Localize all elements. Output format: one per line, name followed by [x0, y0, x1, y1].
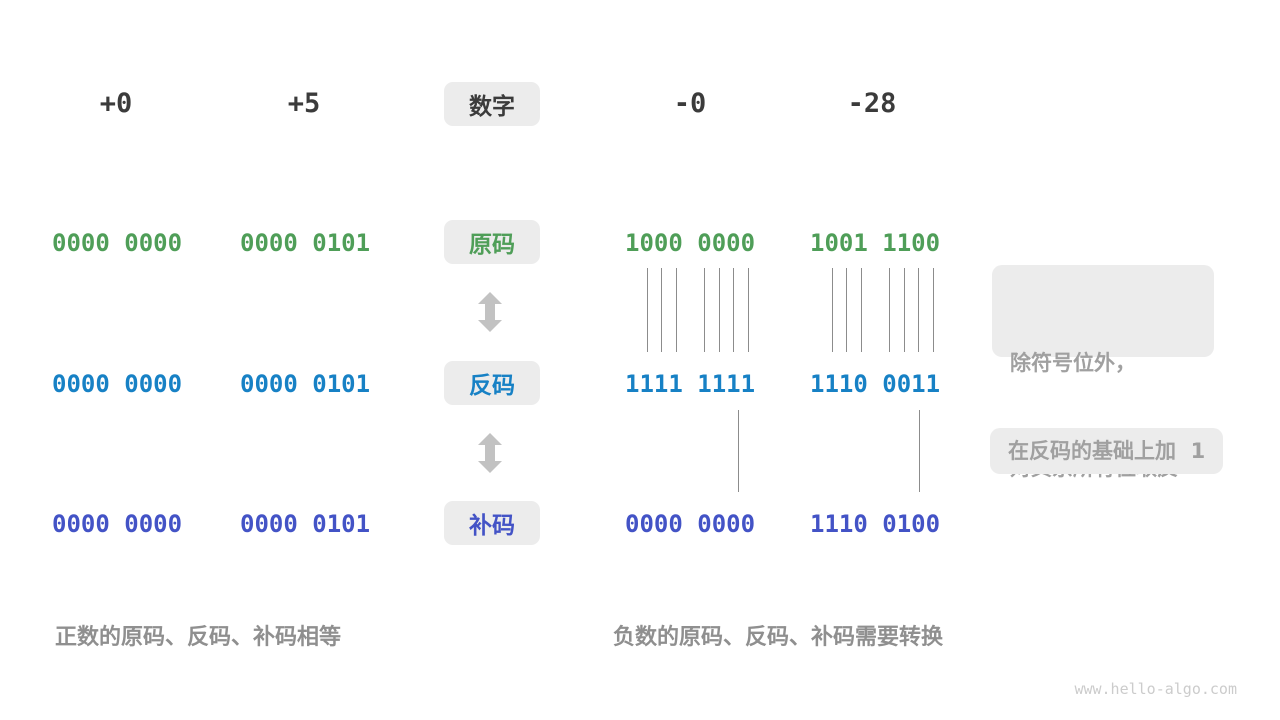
header-number-minus0: -0	[673, 88, 707, 119]
header-number-minus28: -28	[847, 88, 897, 119]
negative-numbers-caption: 负数的原码、反码、补码需要转换	[613, 625, 944, 650]
up-down-arrow-icon	[478, 292, 502, 332]
bit-invert-line	[748, 268, 749, 352]
header-number-plus0: +0	[99, 88, 133, 119]
bit-invert-line	[904, 268, 905, 352]
site-watermark: www.hello-algo.com	[1074, 680, 1237, 698]
up-down-arrow-icon	[478, 433, 502, 473]
bit-invert-line	[719, 268, 720, 352]
ones-complement-value-plus5: 0000 0101	[240, 370, 371, 398]
bit-invert-line	[661, 268, 662, 352]
bit-invert-line	[704, 268, 705, 352]
twos-complement-value-plus5: 0000 0101	[240, 510, 371, 538]
invert-bits-note: 除符号位外， 对其余所有位取反	[992, 265, 1214, 480]
bit-invert-line	[933, 268, 934, 352]
twos-complement-value-minus28: 1110 0100	[810, 510, 941, 538]
sign-magnitude-value-minus28: 1001 1100	[810, 229, 941, 257]
sign-magnitude-value-plus5: 0000 0101	[240, 229, 371, 257]
invert-bits-note-line1: 除符号位外，	[1010, 351, 1136, 375]
sign-magnitude-value-plus0: 0000 0000	[52, 229, 183, 257]
positive-numbers-caption: 正数的原码、反码、补码相等	[55, 625, 342, 650]
sign-magnitude-value-minus0: 1000 0000	[625, 229, 756, 257]
sign-magnitude-label-box: 原码	[444, 220, 540, 264]
add-one-line	[919, 410, 920, 492]
bit-invert-line	[832, 268, 833, 352]
category-label-box: 数字	[444, 82, 540, 126]
bit-invert-line	[861, 268, 862, 352]
ones-complement-label-box: 反码	[444, 361, 540, 405]
twos-complement-value-minus0: 0000 0000	[625, 510, 756, 538]
bit-invert-line	[846, 268, 847, 352]
add-one-line	[738, 410, 739, 492]
ones-complement-value-plus0: 0000 0000	[52, 370, 183, 398]
bit-invert-line	[733, 268, 734, 352]
ones-complement-value-minus28: 1110 0011	[810, 370, 941, 398]
header-number-plus5: +5	[287, 88, 321, 119]
ones-complement-value-minus0: 1111 1111	[625, 370, 756, 398]
bit-invert-line	[676, 268, 677, 352]
bit-invert-line	[647, 268, 648, 352]
add-one-note: 在反码的基础上加 1	[990, 428, 1224, 474]
twos-complement-label-box: 补码	[444, 501, 540, 545]
bit-invert-line	[889, 268, 890, 352]
twos-complement-value-plus0: 0000 0000	[52, 510, 183, 538]
bit-invert-line	[918, 268, 919, 352]
